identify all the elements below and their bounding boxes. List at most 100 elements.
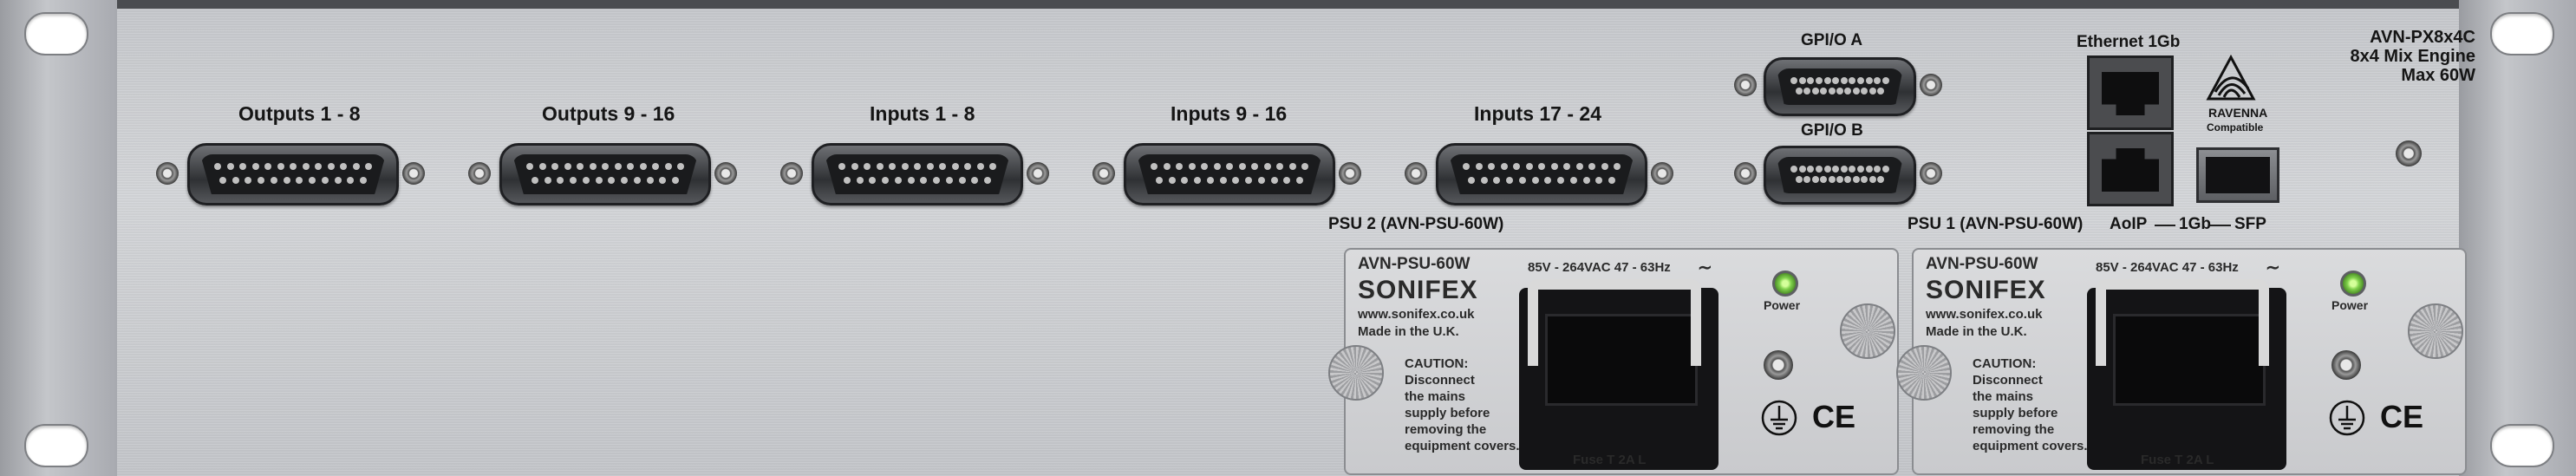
ravenna-compatible-label: Compatible — [2207, 121, 2264, 134]
outputs-9-16-connector[interactable] — [468, 139, 737, 208]
sfp-port[interactable] — [2196, 147, 2279, 203]
iec-socket — [2113, 314, 2266, 406]
psu-fuse-label: Fuse T 2A L — [2141, 453, 2214, 467]
psu-made-in-label: Made in the U.K. — [1926, 324, 2027, 339]
aoip-label: AoIP — [2110, 215, 2148, 233]
inputs-17-24-connector[interactable] — [1405, 139, 1673, 208]
gpio-b-connector[interactable] — [1734, 142, 1942, 205]
model-label: AVN-PX8x4C — [2370, 28, 2475, 47]
jack-screw — [1734, 74, 1757, 96]
caution-line: Disconnect — [1973, 373, 2043, 388]
cable-retention-bracket — [1528, 279, 1701, 366]
iec-inlet[interactable] — [1519, 279, 1718, 470]
inputs-9-16-label: Inputs 9 - 16 — [1171, 102, 1288, 125]
caution-line: the mains — [1405, 389, 1466, 404]
inputs-9-16-connector[interactable] — [1092, 139, 1361, 208]
fuse-holder-icon[interactable] — [1764, 350, 1793, 380]
left-rack-ear — [0, 0, 119, 476]
db25-socket — [499, 143, 711, 205]
jack-screw — [780, 162, 803, 185]
psu-power-label: Power — [1764, 298, 1801, 312]
gpio-a-label: GPI/O A — [1801, 31, 1863, 49]
db25-socket — [1124, 143, 1335, 205]
iec-socket — [1545, 314, 1698, 406]
fuse-holder-icon[interactable] — [2331, 350, 2361, 380]
psu-model-label: AVN-PSU-60W — [1358, 255, 1471, 273]
rack-mount-slot — [2490, 424, 2554, 467]
jack-screw — [1920, 74, 1942, 96]
psu-brand-label: SONIFEX — [1358, 276, 1478, 304]
jack-screw — [156, 162, 179, 185]
psu-model-label: AVN-PSU-60W — [1926, 255, 2038, 273]
rear-panel: Outputs 1 - 8 Outputs 9 - 16 Inputs 1 - … — [117, 0, 2475, 476]
ground-screw — [2396, 140, 2422, 166]
db25-socket — [812, 143, 1023, 205]
inputs-1-8-label: Inputs 1 - 8 — [870, 102, 975, 125]
ravenna-label: RAVENNA — [2208, 106, 2268, 120]
jack-screw — [1092, 162, 1115, 185]
psu-website-label: www.sonifex.co.uk — [1926, 307, 2043, 322]
caution-line: removing the — [1973, 422, 2055, 437]
power-led — [2340, 271, 2366, 297]
caution-title: CAUTION: — [1405, 356, 1469, 371]
psu-website-label: www.sonifex.co.uk — [1358, 307, 1475, 322]
jack-screw — [714, 162, 737, 185]
caution-line: Disconnect — [1405, 373, 1475, 388]
earth-ground-icon — [1761, 400, 1797, 436]
caution-line: equipment covers. — [1973, 439, 2088, 453]
thumb-screw[interactable] — [1840, 303, 1895, 359]
psu-voltage-label: 85V - 264VAC 47 - 63Hz — [1528, 260, 1671, 275]
jack-screw — [1651, 162, 1673, 185]
ac-wave-icon: ∼ — [1698, 258, 1712, 277]
engine-label: 8x4 Mix Engine — [2350, 47, 2476, 66]
db15-socket — [1764, 146, 1916, 205]
jack-screw — [1920, 162, 1942, 185]
psu-brand-label: SONIFEX — [1926, 276, 2046, 304]
jack-screw — [1405, 162, 1427, 185]
cable-retention-bracket — [2096, 279, 2269, 366]
ethernet-port-1[interactable] — [2087, 55, 2174, 130]
psu-caution-block: CAUTION: Disconnect the mains supply bef… — [1405, 355, 1520, 454]
thumb-screw[interactable] — [1896, 345, 1952, 401]
inputs-1-8-connector[interactable] — [780, 139, 1049, 208]
right-rack-ear — [2457, 0, 2576, 476]
rack-mount-slot — [24, 424, 88, 467]
psu2-module[interactable]: AVN-PSU-60W SONIFEX www.sonifex.co.uk Ma… — [1328, 248, 1899, 475]
ac-wave-icon: ∼ — [2266, 258, 2280, 277]
caution-title: CAUTION: — [1973, 356, 2037, 371]
rack-mount-slot — [2490, 12, 2554, 55]
thumb-screw[interactable] — [2408, 303, 2463, 359]
outputs-1-8-connector[interactable] — [156, 139, 425, 208]
aoip-speed-label: 1Gb — [2179, 215, 2211, 233]
aoip-divider — [2210, 225, 2231, 226]
psu-made-in-label: Made in the U.K. — [1358, 324, 1459, 339]
psu-power-label: Power — [2331, 298, 2369, 312]
caution-line: supply before — [1973, 406, 2058, 421]
psu-fuse-label: Fuse T 2A L — [1573, 453, 1647, 467]
outputs-1-8-label: Outputs 1 - 8 — [238, 102, 361, 125]
outputs-9-16-label: Outputs 9 - 16 — [542, 102, 675, 125]
ethernet-port-2[interactable] — [2087, 132, 2174, 206]
earth-ground-icon — [2329, 400, 2365, 436]
jack-screw — [468, 162, 491, 185]
jack-screw — [1339, 162, 1361, 185]
aoip-divider — [2155, 225, 2175, 226]
thumb-screw[interactable] — [1328, 345, 1384, 401]
sfp-label: SFP — [2234, 215, 2266, 233]
iec-inlet[interactable] — [2087, 279, 2286, 470]
caution-line: supply before — [1405, 406, 1490, 421]
gpio-a-connector[interactable] — [1734, 54, 1942, 116]
jack-screw — [402, 162, 425, 185]
caution-line: equipment covers. — [1405, 439, 1520, 453]
jack-screw — [1027, 162, 1049, 185]
gpio-b-label: GPI/O B — [1801, 121, 1863, 140]
caution-line: removing the — [1405, 422, 1487, 437]
db25-socket — [1436, 143, 1647, 205]
psu1-module[interactable]: AVN-PSU-60W SONIFEX www.sonifex.co.uk Ma… — [1896, 248, 2467, 475]
db15-socket — [1764, 57, 1916, 116]
ravenna-logo-icon — [2206, 54, 2256, 101]
db25-socket — [187, 143, 399, 205]
psu-voltage-label: 85V - 264VAC 47 - 63Hz — [2096, 260, 2239, 275]
psu2-slot-label: PSU 2 (AVN-PSU-60W) — [1328, 215, 1504, 233]
ethernet-label: Ethernet 1Gb — [2077, 33, 2181, 51]
